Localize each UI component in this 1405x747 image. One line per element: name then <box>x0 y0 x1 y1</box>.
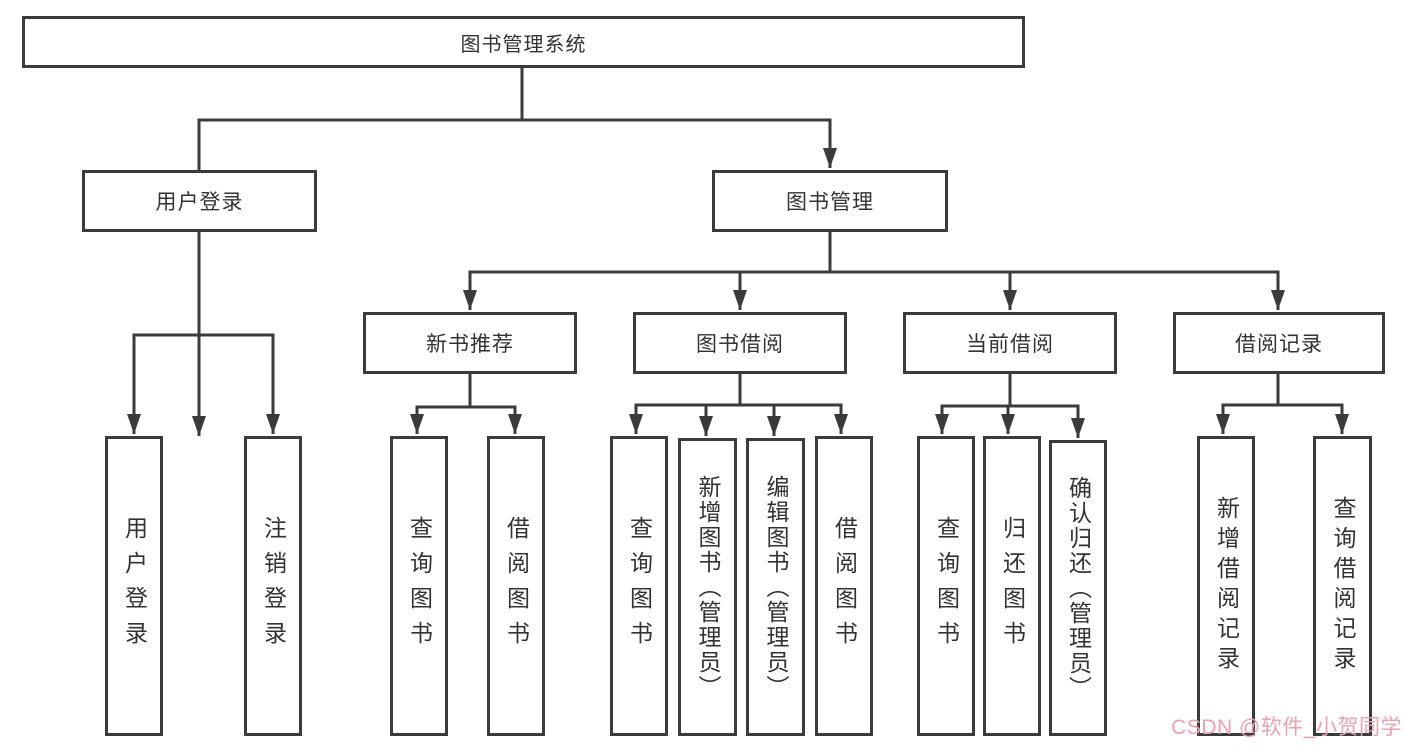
leaf-query-books-3: 查询图书 <box>917 436 975 736</box>
node-label: 新增借阅记录 <box>1213 496 1240 676</box>
node-label: 编辑图书（管理员） <box>763 474 789 700</box>
node-label: 图书管理 <box>786 191 874 214</box>
node-user-login-branch: 用户登录 <box>82 170 317 232</box>
leaf-query-books-2: 查询图书 <box>610 436 668 736</box>
leaf-add-books-admin: 新增图书（管理员） <box>678 438 737 736</box>
node-label: 借阅图书 <box>503 516 530 656</box>
leaf-logout: 注销登录 <box>244 436 302 736</box>
node-label: 查询图书 <box>933 516 960 656</box>
node-label: 归还图书 <box>999 516 1026 656</box>
node-borrowing-records: 借阅记录 <box>1173 312 1385 374</box>
node-new-book-recommendation: 新书推荐 <box>363 312 577 374</box>
node-library-management-system: 图书管理系统 <box>22 16 1025 68</box>
leaf-confirm-return-admin: 确认归还（管理员） <box>1049 440 1107 736</box>
node-label: 查询借阅记录 <box>1330 496 1356 676</box>
leaf-borrow-books-2: 借阅图书 <box>815 436 873 736</box>
node-label: 确认归还（管理员） <box>1065 475 1092 701</box>
node-book-management-branch: 图书管理 <box>712 170 948 232</box>
node-label: 用户登录 <box>155 191 244 214</box>
node-current-borrowing: 当前借阅 <box>903 312 1117 374</box>
leaf-query-books-1: 查询图书 <box>390 436 448 736</box>
node-label: 当前借阅 <box>966 333 1054 356</box>
node-label: 用户登录 <box>121 516 148 656</box>
leaf-add-borrow-record: 新增借阅记录 <box>1197 436 1255 736</box>
node-label: 查询图书 <box>626 516 653 656</box>
csdn-watermark: CSDN @软件_小贺同学 <box>1171 716 1402 739</box>
node-label: 图书借阅 <box>696 333 784 356</box>
leaf-return-books: 归还图书 <box>983 436 1041 736</box>
leaf-query-borrow-record: 查询借阅记录 <box>1313 436 1372 736</box>
leaf-edit-books-admin: 编辑图书（管理员） <box>746 438 805 736</box>
node-book-borrowing: 图书借阅 <box>633 312 847 374</box>
node-label: 图书管理系统 <box>460 33 587 56</box>
node-label: 查询图书 <box>406 516 433 656</box>
node-label: 新书推荐 <box>426 333 514 356</box>
node-label: 借阅记录 <box>1235 333 1323 356</box>
node-label: 注销登录 <box>260 516 287 656</box>
node-label: 新增图书（管理员） <box>695 474 721 700</box>
leaf-user-login: 用户登录 <box>105 436 163 736</box>
leaf-borrow-books-1: 借阅图书 <box>487 436 545 736</box>
node-label: 借阅图书 <box>831 516 858 656</box>
